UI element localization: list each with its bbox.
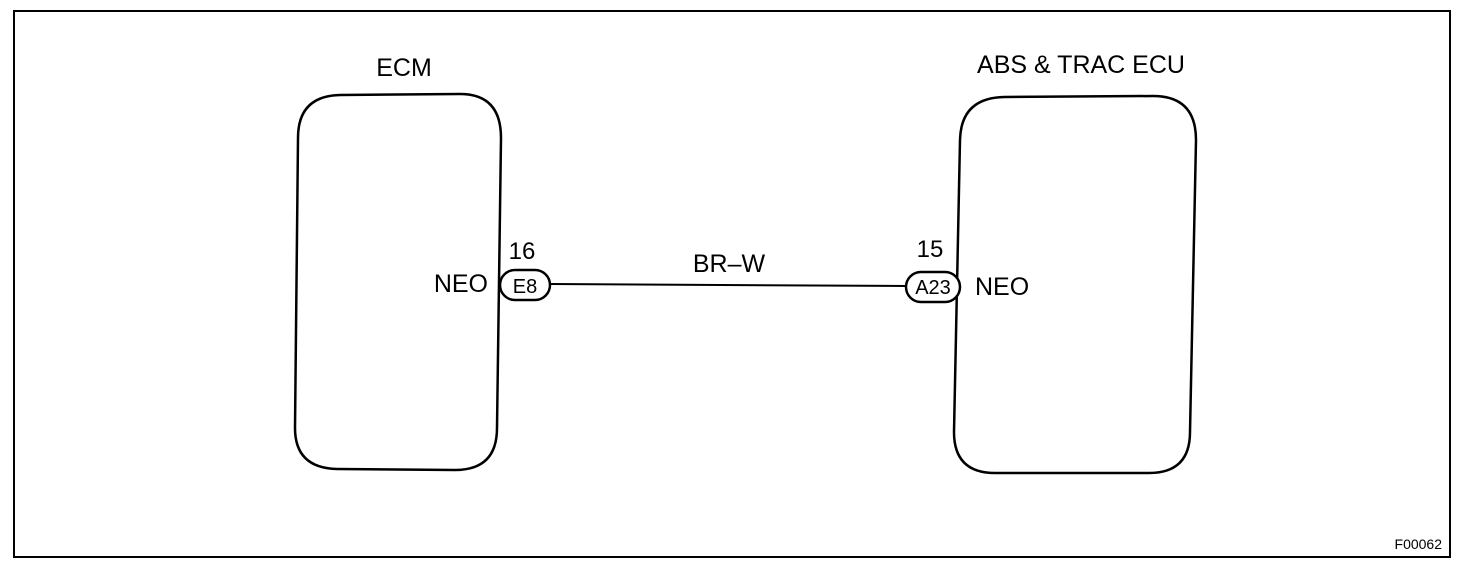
ecm-title: ECM	[376, 54, 432, 82]
abs-trac-ecu-box	[952, 94, 1198, 475]
abs-trac-ecu-connector	[904, 270, 962, 304]
ecm-box	[293, 92, 503, 472]
ecm-pin-number: 16	[509, 238, 536, 265]
ecm-connector-label: E8	[513, 276, 537, 298]
wire-harness: BR–W	[549, 250, 907, 287]
figure-code: F00062	[1395, 536, 1443, 552]
abs-trac-ecu-connector-label: A23	[915, 277, 951, 299]
diagram-frame	[13, 10, 1451, 558]
abs-trac-ecu-pin-number: 15	[917, 236, 944, 263]
wire-color-label: BR–W	[693, 250, 766, 278]
abs-trac-ecu-title: ABS & TRAC ECU	[977, 51, 1185, 79]
abs-trac-ecu-signal-label: NEO	[975, 273, 1029, 301]
wire-br-w	[549, 283, 907, 287]
ecm-component: ECM NEO 16 E8	[293, 54, 552, 472]
abs-trac-ecu-component: ABS & TRAC ECU 15 A23 NEO	[904, 51, 1198, 475]
ecm-signal-label: NEO	[434, 270, 488, 298]
